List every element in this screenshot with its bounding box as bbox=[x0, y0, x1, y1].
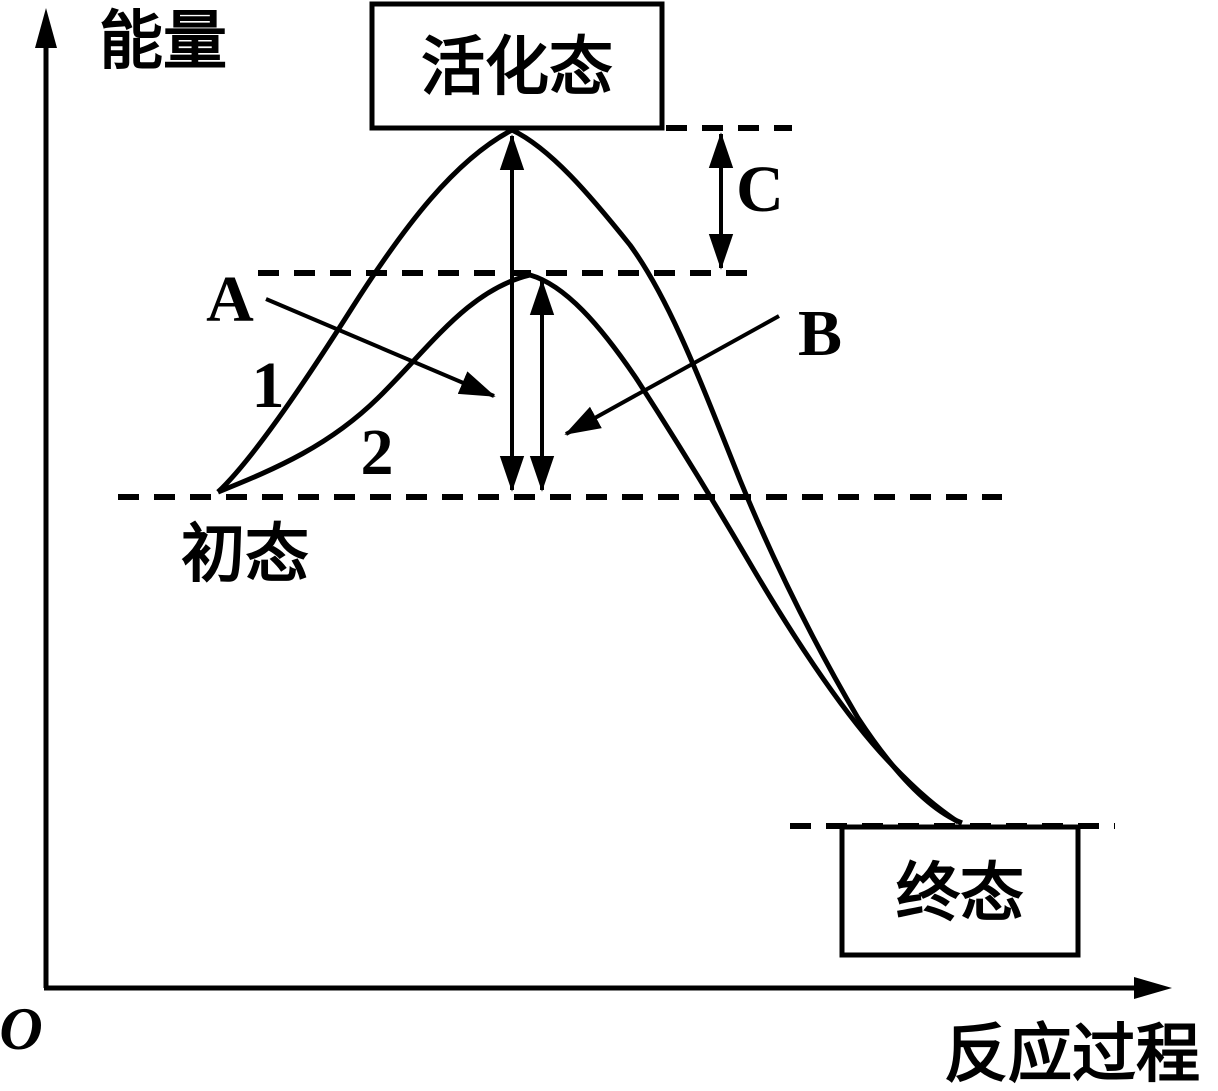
x-axis-arrowhead-icon bbox=[1134, 977, 1172, 999]
y-axis-label: 能量 bbox=[99, 6, 227, 77]
label-a-leader-arrow bbox=[265, 297, 496, 398]
curve-1-label: 1 bbox=[252, 349, 285, 422]
x-axis-label: 反应过程 bbox=[944, 1019, 1200, 1090]
label-b-leader-arrow bbox=[564, 314, 780, 436]
activated-state-box bbox=[369, 1, 665, 131]
curve-2-label: 2 bbox=[361, 416, 394, 489]
annotation-a-label: A bbox=[206, 263, 254, 336]
initial-state-label: 初态 bbox=[181, 519, 309, 590]
final-state-label: 终态 bbox=[896, 858, 1024, 929]
activated-state-label: 活化态 bbox=[421, 32, 613, 103]
y-axis-arrowhead-icon bbox=[35, 8, 57, 48]
origin-label: O bbox=[0, 996, 43, 1062]
energy-curve-2 bbox=[217, 272, 960, 825]
annotation-b-label: B bbox=[798, 297, 842, 370]
annotation-c-label: C bbox=[736, 153, 784, 226]
final-state-box bbox=[839, 824, 1081, 958]
energy-curve-1 bbox=[216, 127, 963, 826]
